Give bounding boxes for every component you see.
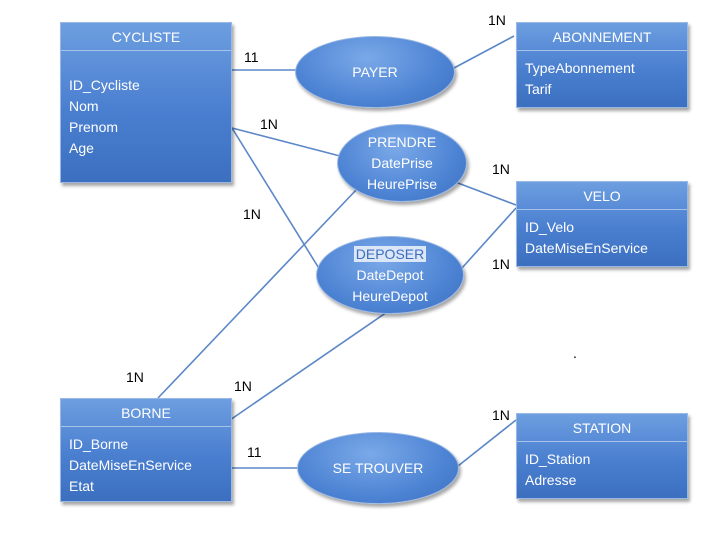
association-title: SE TROUVER bbox=[332, 459, 424, 476]
cardinality-payer-abonnement: 1N bbox=[488, 12, 506, 28]
association-attribute: HeureDepot bbox=[352, 287, 428, 304]
line-borne-prendre bbox=[157, 187, 359, 399]
attribute: Etat bbox=[69, 478, 94, 494]
attribute: ID_Station bbox=[525, 451, 591, 467]
association-title: PAYER bbox=[352, 63, 398, 80]
stray-mark: . bbox=[573, 345, 577, 361]
attribute: Nom bbox=[69, 98, 99, 114]
association-attribute: DateDepot bbox=[356, 266, 424, 283]
association-title: DEPOSER bbox=[353, 245, 427, 262]
entity-velo: VELO ID_Velo DateMiseEnService bbox=[516, 181, 688, 267]
association-title: PRENDRE bbox=[367, 133, 437, 150]
cardinality-deposer-velo: 1N bbox=[492, 256, 510, 272]
attribute: Age bbox=[69, 140, 94, 156]
cardinality-setrouver-station: 1N bbox=[492, 407, 510, 423]
attribute: Adresse bbox=[525, 472, 577, 488]
entity-abonnement: ABONNEMENT TypeAbonnement Tarif bbox=[516, 22, 688, 108]
attribute: Prenom bbox=[69, 119, 119, 135]
entity-title: STATION bbox=[517, 414, 687, 442]
association-deposer: DEPOSER DateDepot HeureDepot bbox=[316, 236, 464, 314]
line-prendre-velo bbox=[449, 179, 517, 206]
association-se-trouver: SE TROUVER bbox=[297, 432, 459, 504]
entity-title: VELO bbox=[517, 182, 687, 210]
cardinality-borne-deposer: 1N bbox=[234, 378, 252, 394]
line-cycliste-deposer bbox=[231, 127, 321, 271]
attribute: Tarif bbox=[525, 81, 552, 97]
line-setrouver-station bbox=[457, 419, 517, 467]
attribute: DateMiseEnService bbox=[69, 457, 192, 473]
cardinality-cycliste-payer: 11 bbox=[244, 49, 259, 65]
line-borne-deposer bbox=[229, 309, 391, 421]
association-attribute: DatePrise bbox=[371, 154, 433, 171]
association-payer: PAYER bbox=[295, 36, 455, 108]
entity-station: STATION ID_Station Adresse bbox=[516, 413, 688, 499]
attribute: DateMiseEnService bbox=[525, 240, 648, 256]
entity-title: BORNE bbox=[61, 399, 231, 427]
attribute: ID_Borne bbox=[69, 436, 129, 452]
entity-cycliste: CYCLISTE ID_Cycliste Nom Prenom Age bbox=[60, 22, 232, 183]
line-deposer-velo bbox=[461, 207, 517, 269]
attribute: TypeAbonnement bbox=[525, 60, 635, 76]
cardinality-cycliste-prendre: 1N bbox=[260, 116, 278, 132]
association-prendre: PRENDRE DatePrise HeurePrise bbox=[337, 124, 467, 202]
cardinality-borne-setrouver: 11 bbox=[247, 444, 262, 460]
entity-title: ABONNEMENT bbox=[517, 23, 687, 51]
attribute: ID_Velo bbox=[525, 219, 575, 235]
association-attribute: HeurePrise bbox=[366, 175, 438, 192]
entity-borne: BORNE ID_Borne DateMiseEnService Etat bbox=[60, 398, 232, 502]
line-cycliste-prendre bbox=[231, 127, 341, 157]
line-payer-abonnement bbox=[453, 35, 515, 69]
entity-title: CYCLISTE bbox=[61, 23, 231, 51]
cardinality-borne-prendre: 1N bbox=[126, 369, 144, 385]
cardinality-cycliste-deposer: 1N bbox=[243, 206, 261, 222]
cardinality-prendre-velo: 1N bbox=[492, 161, 510, 177]
attribute: ID_Cycliste bbox=[69, 77, 140, 93]
